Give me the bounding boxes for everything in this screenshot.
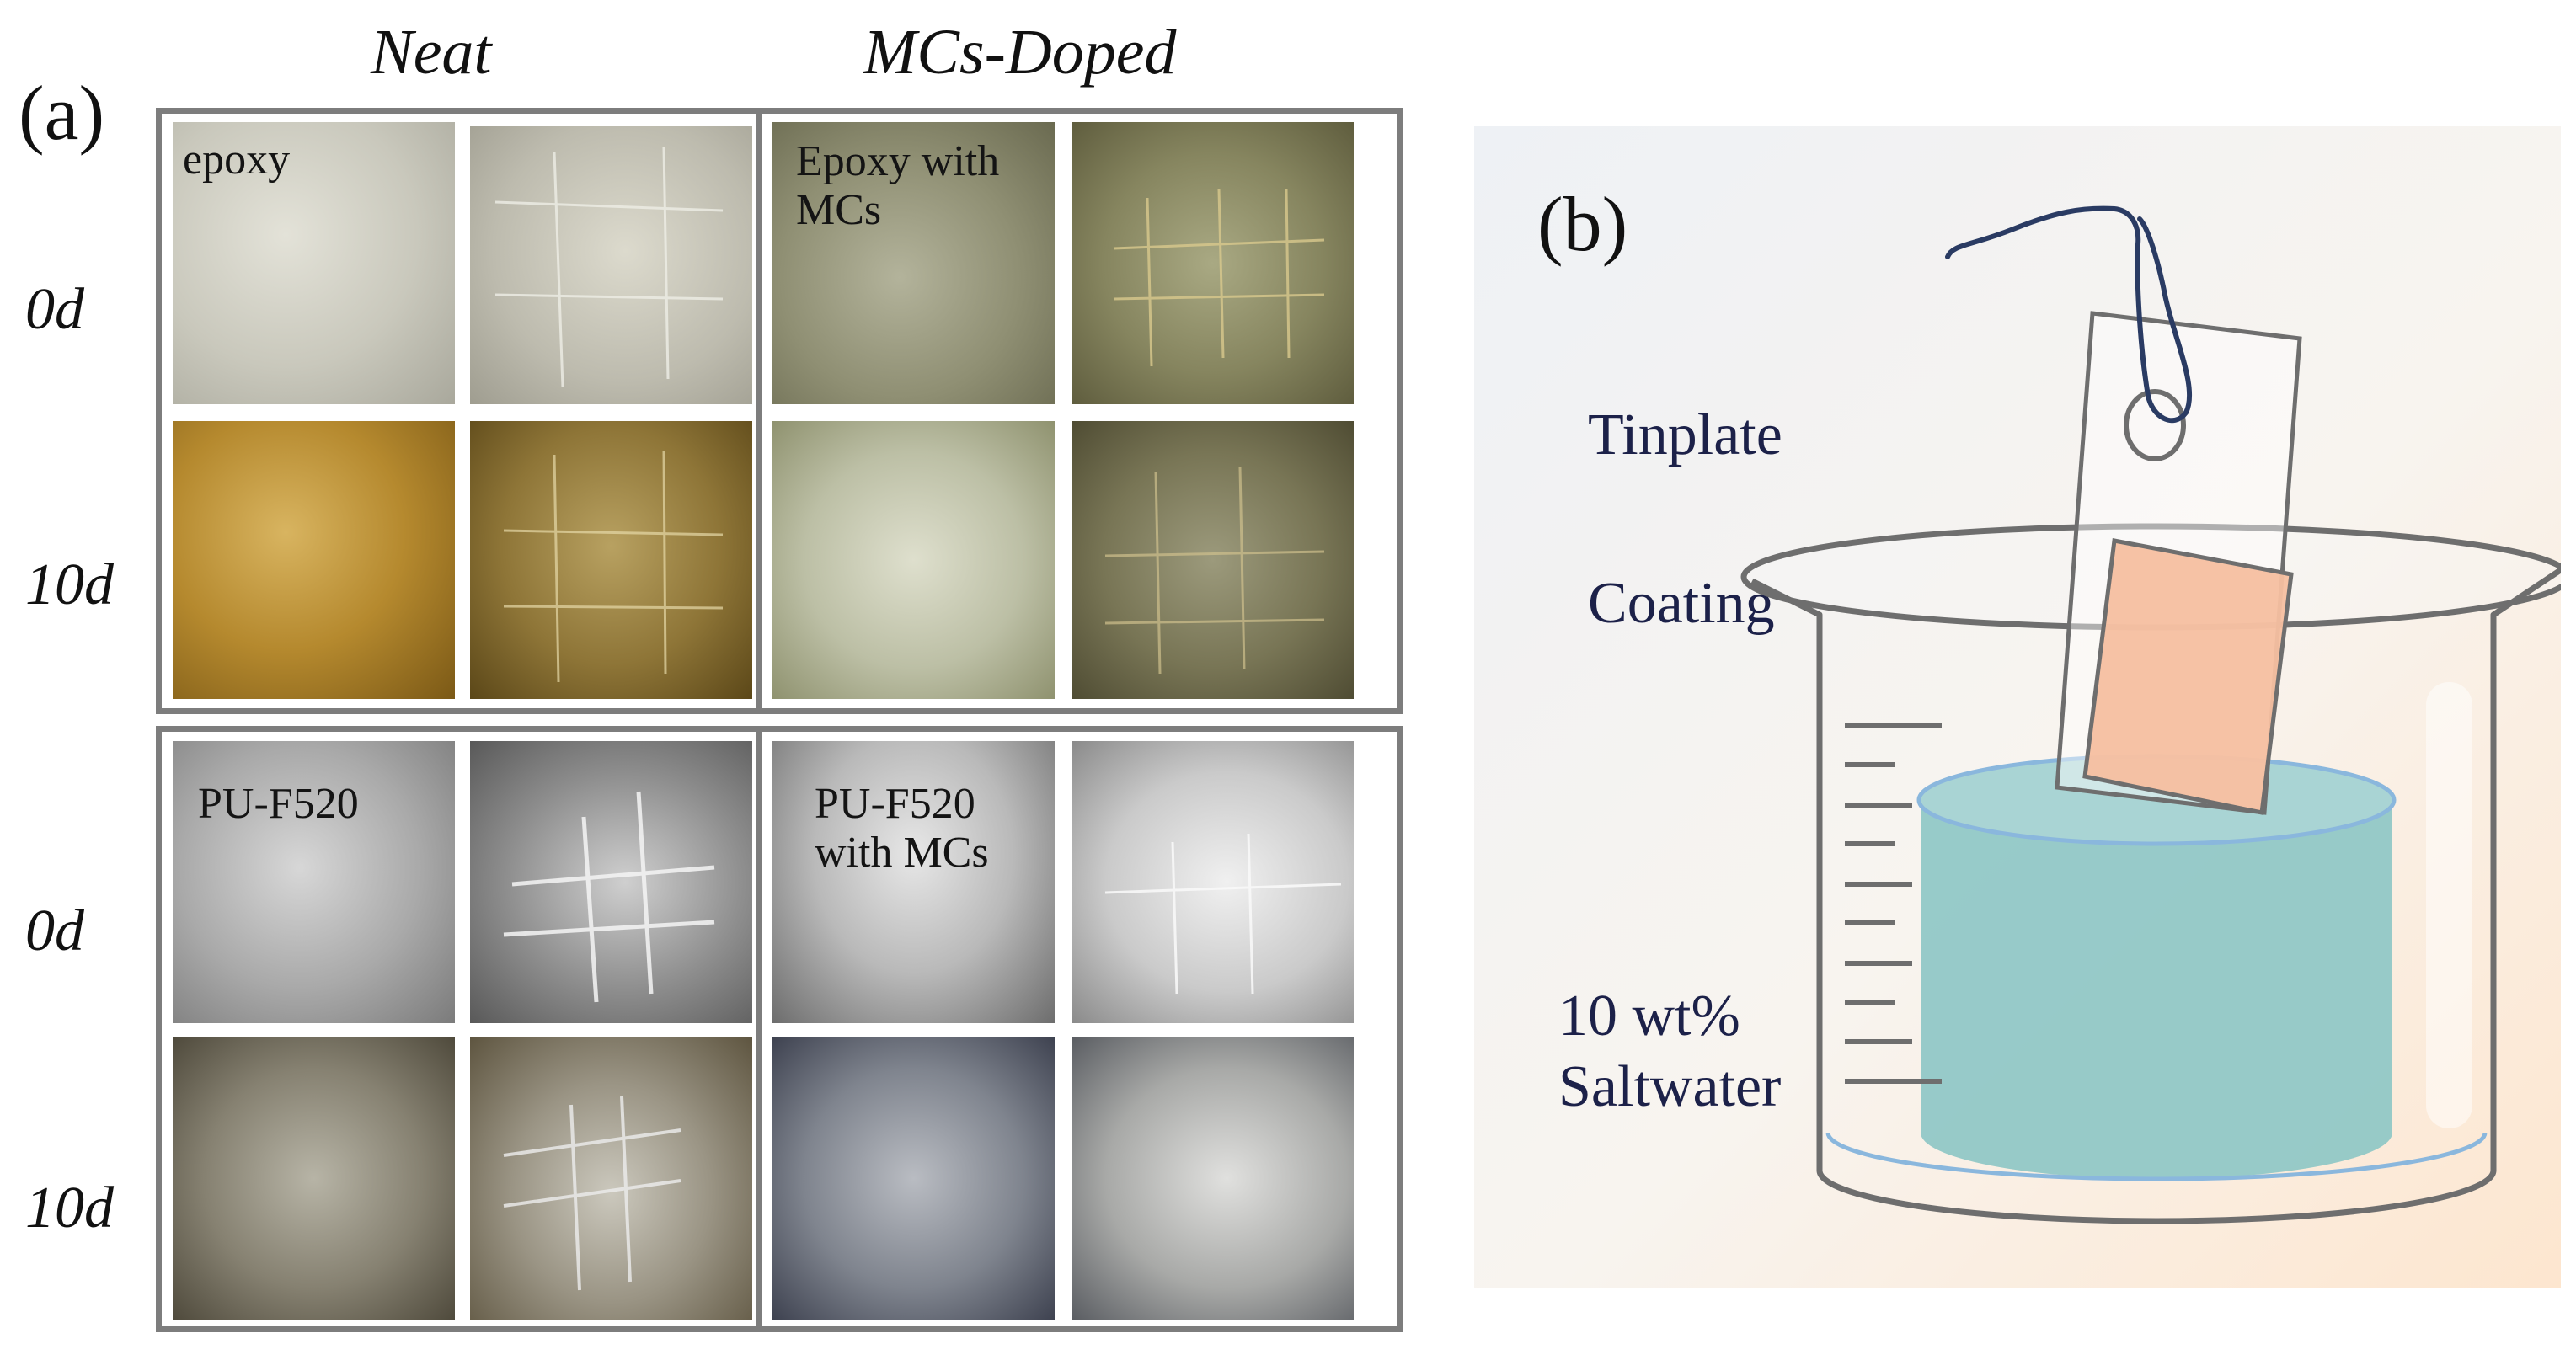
label-saltwater: 10 wt% Saltwater [1558,981,1781,1123]
scratch-grid-icon [503,1096,681,1291]
pu-group-frame [156,726,1403,1332]
tile-label-epoxy-mcs-line1: Epoxy with [796,137,1000,185]
tile-pu-mcs-0d: PU-F520 with MCs [772,741,1055,1023]
tile-epoxy-neat-0d-scratched [470,126,752,404]
tile-pu-neat-10d-scratched [470,1037,752,1320]
beaker-walls [1750,566,2561,1224]
scratch-grid-icon [1104,467,1325,675]
tile-epoxy-neat-10d-scratched [470,421,752,699]
hanging-wire [1945,205,2192,424]
tile-pu-neat-10d [173,1037,455,1320]
tile-epoxy-neat-0d: epoxy [173,122,455,404]
immersion-setup-illustration [1740,205,2561,1224]
panel-b: (b) Tinplate Coating 10 wt% Saltwater [1474,126,2561,1288]
tile-pu-neat-0d-scratched [470,741,752,1023]
tile-epoxy-mcs-0d-scratched [1072,122,1354,404]
tile-label-pu-mcs-line2: with MCs [815,829,989,877]
tile-epoxy-mcs-10d [772,421,1055,699]
row-header-10d-pu: 10d [25,1176,114,1240]
tile-epoxy-neat-10d [173,421,455,699]
row-header-0d-pu: 0d [25,899,84,963]
saltwater-body [1921,800,2392,1179]
label-tinplate: Tinplate [1588,403,1782,467]
tile-pu-mcs-10d-scratched [1072,1037,1354,1320]
tile-pu-mcs-10d [772,1037,1055,1320]
row-header-10d-epoxy: 10d [25,552,114,617]
tile-label-pu-mcs: PU-F520 with MCs [815,780,989,877]
glass-highlight [2426,682,2472,1128]
tile-label-epoxy-mcs: Epoxy with MCs [796,137,999,235]
tile-label-epoxy-mcs-line2: MCs [796,186,882,235]
panel-b-label: (b) [1537,181,1628,267]
beaker-bottom-highlight [1825,1132,2488,1181]
beaker-graduation-marks [1845,723,1942,1084]
column-header-neat: Neat [371,17,492,88]
epoxy-group-divider [756,108,762,714]
tile-epoxy-mcs-0d: Epoxy with MCs [772,122,1055,404]
label-saltwater-line2: Saltwater [1558,1054,1782,1119]
scratch-grid-icon [494,147,724,388]
label-saltwater-line1: 10 wt% [1558,984,1740,1048]
scratch-grid-icon [503,791,715,1003]
pu-group-divider [756,726,762,1332]
hanging-hole [2124,389,2186,461]
scratch-grid-icon [1104,833,1342,995]
coating-layer [2082,538,2294,815]
panel-a-label: (a) [19,70,105,156]
column-header-mcs-doped: MCs-Doped [863,17,1177,88]
epoxy-group-frame [156,108,1403,714]
scratch-grid-icon [503,450,724,683]
tile-label-epoxy: epoxy [183,136,291,184]
tile-pu-mcs-0d-scratched [1072,741,1354,1023]
scratch-grid-icon [1113,189,1325,367]
tile-epoxy-mcs-10d-scratched [1072,421,1354,699]
tile-pu-neat-0d: PU-F520 [173,741,455,1023]
row-header-0d-epoxy: 0d [25,277,84,342]
tile-label-pu: PU-F520 [198,780,359,828]
tile-label-pu-mcs-line1: PU-F520 [815,780,975,828]
